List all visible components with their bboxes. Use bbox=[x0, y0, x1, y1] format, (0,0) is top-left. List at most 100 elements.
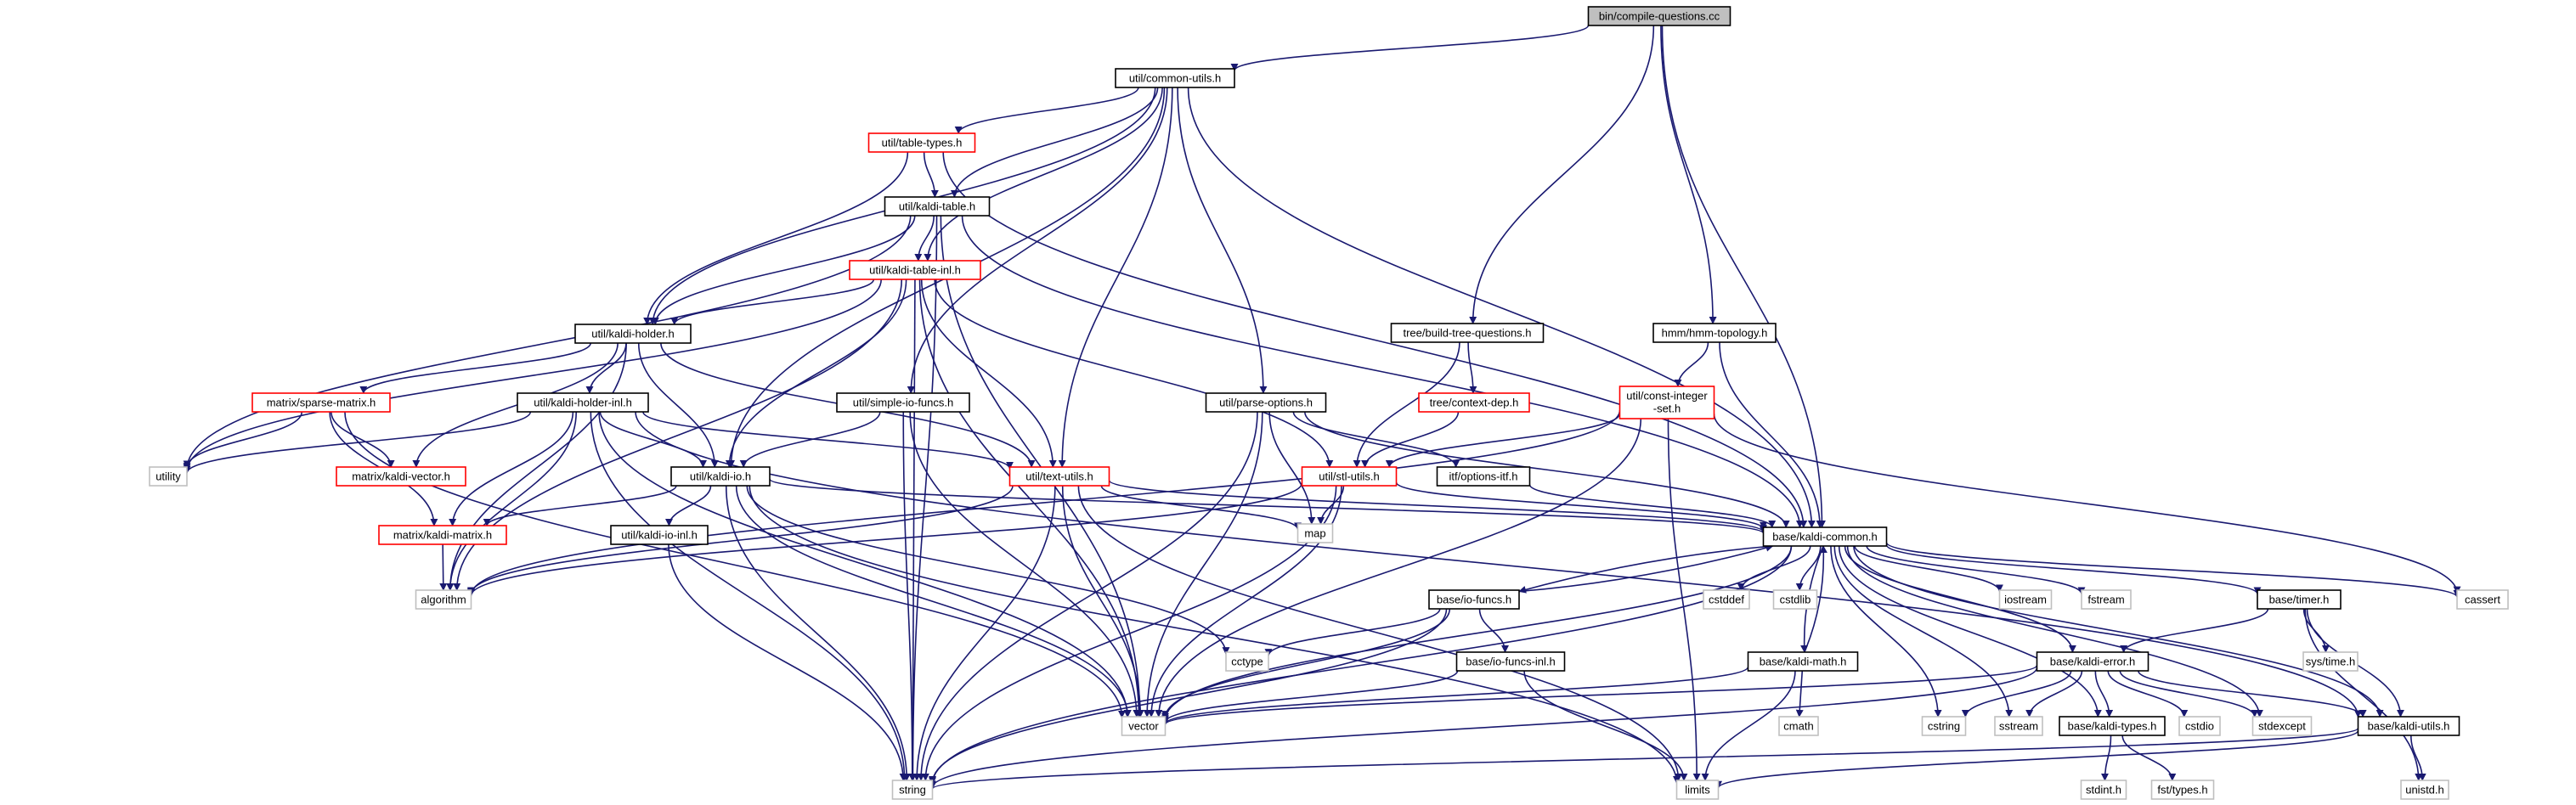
node-box[interactable] bbox=[1205, 392, 1327, 413]
node-box[interactable] bbox=[1301, 466, 1398, 487]
node-box bbox=[2302, 651, 2359, 672]
node-text-utils[interactable]: util/text-utils.h bbox=[1008, 466, 1110, 487]
node-box[interactable] bbox=[574, 324, 692, 344]
node-box[interactable] bbox=[836, 392, 970, 413]
edge-compile-to-common_utils bbox=[1230, 24, 1590, 71]
node-box[interactable] bbox=[867, 132, 976, 153]
edge-kaldi_error-to-sstream bbox=[2025, 670, 2083, 718]
node-hmm-topology[interactable]: hmm/hmm-topology.h bbox=[1652, 323, 1777, 343]
edge-io_funcs-to-string bbox=[929, 608, 1448, 784]
node-box[interactable] bbox=[2036, 651, 2149, 672]
node-box[interactable] bbox=[1436, 466, 1531, 487]
node-box[interactable] bbox=[670, 466, 771, 487]
node-label: fst/types.h bbox=[2157, 783, 2207, 796]
node-box[interactable] bbox=[1455, 651, 1566, 672]
node-timer[interactable]: base/timer.h bbox=[2257, 589, 2342, 610]
node-box[interactable] bbox=[517, 392, 649, 413]
node-box[interactable] bbox=[1418, 392, 1530, 413]
edge-parse_options-to-vector bbox=[1143, 411, 1263, 718]
edge-kaldi_error-to-string bbox=[929, 667, 2038, 789]
node-box[interactable] bbox=[378, 525, 507, 545]
node-label: stdint.h bbox=[2086, 783, 2121, 796]
node-kaldi-common[interactable]: base/kaldi-common.h bbox=[1762, 526, 1888, 547]
node-kaldi-table[interactable]: util/kaldi-table.h bbox=[884, 196, 991, 217]
node-kaldi-io-inl[interactable]: util/kaldi-io-inl.h bbox=[610, 525, 709, 545]
node-kaldi-holder-inl[interactable]: util/kaldi-holder-inl.h bbox=[517, 392, 649, 413]
node-box[interactable] bbox=[1762, 526, 1888, 547]
node-compile[interactable]: bin/compile-questions.cc bbox=[1587, 6, 1731, 26]
node-box bbox=[149, 466, 188, 487]
node-label: stdexcept bbox=[2258, 719, 2306, 732]
node-kaldi-math[interactable]: base/kaldi-math.h bbox=[1747, 651, 1859, 672]
node-box bbox=[1994, 716, 2043, 736]
node-box[interactable] bbox=[1115, 68, 1235, 88]
node-box[interactable] bbox=[2357, 716, 2460, 736]
node-label: base/kaldi-utils.h bbox=[2368, 719, 2450, 732]
node-options-itf[interactable]: itf/options-itf.h bbox=[1436, 466, 1531, 487]
node-simple-io[interactable]: util/simple-io-funcs.h bbox=[836, 392, 970, 413]
node-box[interactable] bbox=[849, 260, 981, 280]
node-box[interactable] bbox=[1428, 589, 1520, 610]
edge-build_tree-to-stl_utils bbox=[1353, 341, 1460, 468]
node-kaldi-error[interactable]: base/kaldi-error.h bbox=[2036, 651, 2149, 672]
node-kaldi-matrix[interactable]: matrix/kaldi-matrix.h bbox=[378, 525, 507, 545]
node-iostream: iostream bbox=[1998, 589, 2053, 610]
edge-const_int_set-to-vector bbox=[1155, 418, 1642, 718]
edge-kaldi_table_inl-to-kaldi_holder bbox=[670, 279, 875, 325]
edge-kaldi_table_inl-to-text_utils bbox=[920, 279, 1057, 468]
node-sparse-matrix[interactable]: matrix/sparse-matrix.h bbox=[251, 392, 391, 413]
node-box[interactable] bbox=[2257, 589, 2342, 610]
edge-hmm_topology-to-const_int_set bbox=[1674, 341, 1709, 387]
node-box[interactable] bbox=[1587, 6, 1731, 26]
edge-kaldi_utils-to-string bbox=[929, 727, 2359, 790]
edge-compile-to-build_tree bbox=[1469, 25, 1655, 324]
node-label: base/kaldi-types.h bbox=[2068, 719, 2157, 732]
edge-kaldi_table-to-kaldi_holder bbox=[651, 215, 916, 325]
edge-kaldi_io-to-kaldi_matrix bbox=[483, 485, 677, 526]
node-stl-utils[interactable]: util/stl-utils.h bbox=[1301, 466, 1398, 487]
node-box[interactable] bbox=[1008, 466, 1110, 487]
node-box bbox=[1703, 589, 1750, 610]
edge-kaldi_io-to-string bbox=[725, 485, 911, 781]
node-label: algorithm bbox=[421, 593, 466, 605]
node-box[interactable] bbox=[2059, 716, 2166, 736]
node-context-dep[interactable]: tree/context-dep.h bbox=[1418, 392, 1530, 413]
edge-kaldi_common-to-fstream bbox=[1866, 545, 2086, 595]
edge-options_itf-to-kaldi_common bbox=[1528, 484, 1777, 528]
node-io-funcs[interactable]: base/io-funcs.h bbox=[1428, 589, 1520, 610]
edge-kaldi_common-to-sstream bbox=[1833, 545, 2014, 718]
node-io-funcs-inl[interactable]: base/io-funcs-inl.h bbox=[1455, 651, 1566, 672]
node-box[interactable] bbox=[1747, 651, 1859, 672]
node-kaldi-table-inl[interactable]: util/kaldi-table-inl.h bbox=[849, 260, 981, 280]
node-box[interactable] bbox=[884, 196, 991, 217]
edge-kaldi_math-to-vector bbox=[1161, 666, 1749, 725]
edge-const_int_set-to-cassert bbox=[1713, 414, 2461, 594]
node-box[interactable] bbox=[610, 525, 709, 545]
node-box[interactable] bbox=[1390, 323, 1545, 343]
node-table-types[interactable]: util/table-types.h bbox=[867, 132, 976, 153]
edge-kaldi_common-to-cassert bbox=[1885, 542, 2461, 599]
node-label: unistd.h bbox=[2405, 783, 2444, 796]
node-kaldi-types[interactable]: base/kaldi-types.h bbox=[2059, 716, 2166, 736]
node-kaldi-io[interactable]: util/kaldi-io.h bbox=[670, 466, 771, 487]
node-kaldi-vector[interactable]: matrix/kaldi-vector.h bbox=[336, 466, 466, 487]
node-label: util/parse-options.h bbox=[1219, 396, 1313, 408]
node-build-tree[interactable]: tree/build-tree-questions.h bbox=[1390, 323, 1545, 343]
edge-kaldi_holder_inl-to-kaldi_io bbox=[599, 411, 707, 468]
node-label: bin/compile-questions.cc bbox=[1599, 9, 1720, 22]
node-box[interactable] bbox=[336, 466, 466, 487]
edge-build_tree-to-context_dep bbox=[1467, 341, 1477, 394]
node-box[interactable] bbox=[251, 392, 391, 413]
node-kaldi-holder[interactable]: util/kaldi-holder.h bbox=[574, 324, 692, 344]
node-box[interactable] bbox=[1652, 323, 1777, 343]
node-kaldi-utils[interactable]: base/kaldi-utils.h bbox=[2357, 716, 2460, 736]
node-label: fstream bbox=[2087, 593, 2124, 605]
node-parse-options[interactable]: util/parse-options.h bbox=[1205, 392, 1327, 413]
node-common-utils[interactable]: util/common-utils.h bbox=[1115, 68, 1235, 88]
node-box[interactable] bbox=[1618, 386, 1715, 419]
node-const-int-set[interactable]: util/const-integer-set.h bbox=[1618, 386, 1715, 419]
edge-kaldi_holder_inl-to-text_utils bbox=[642, 411, 1014, 470]
edge-kaldi_common-to-timer bbox=[1885, 544, 2262, 595]
node-fst-types: fst/types.h bbox=[2150, 780, 2215, 800]
